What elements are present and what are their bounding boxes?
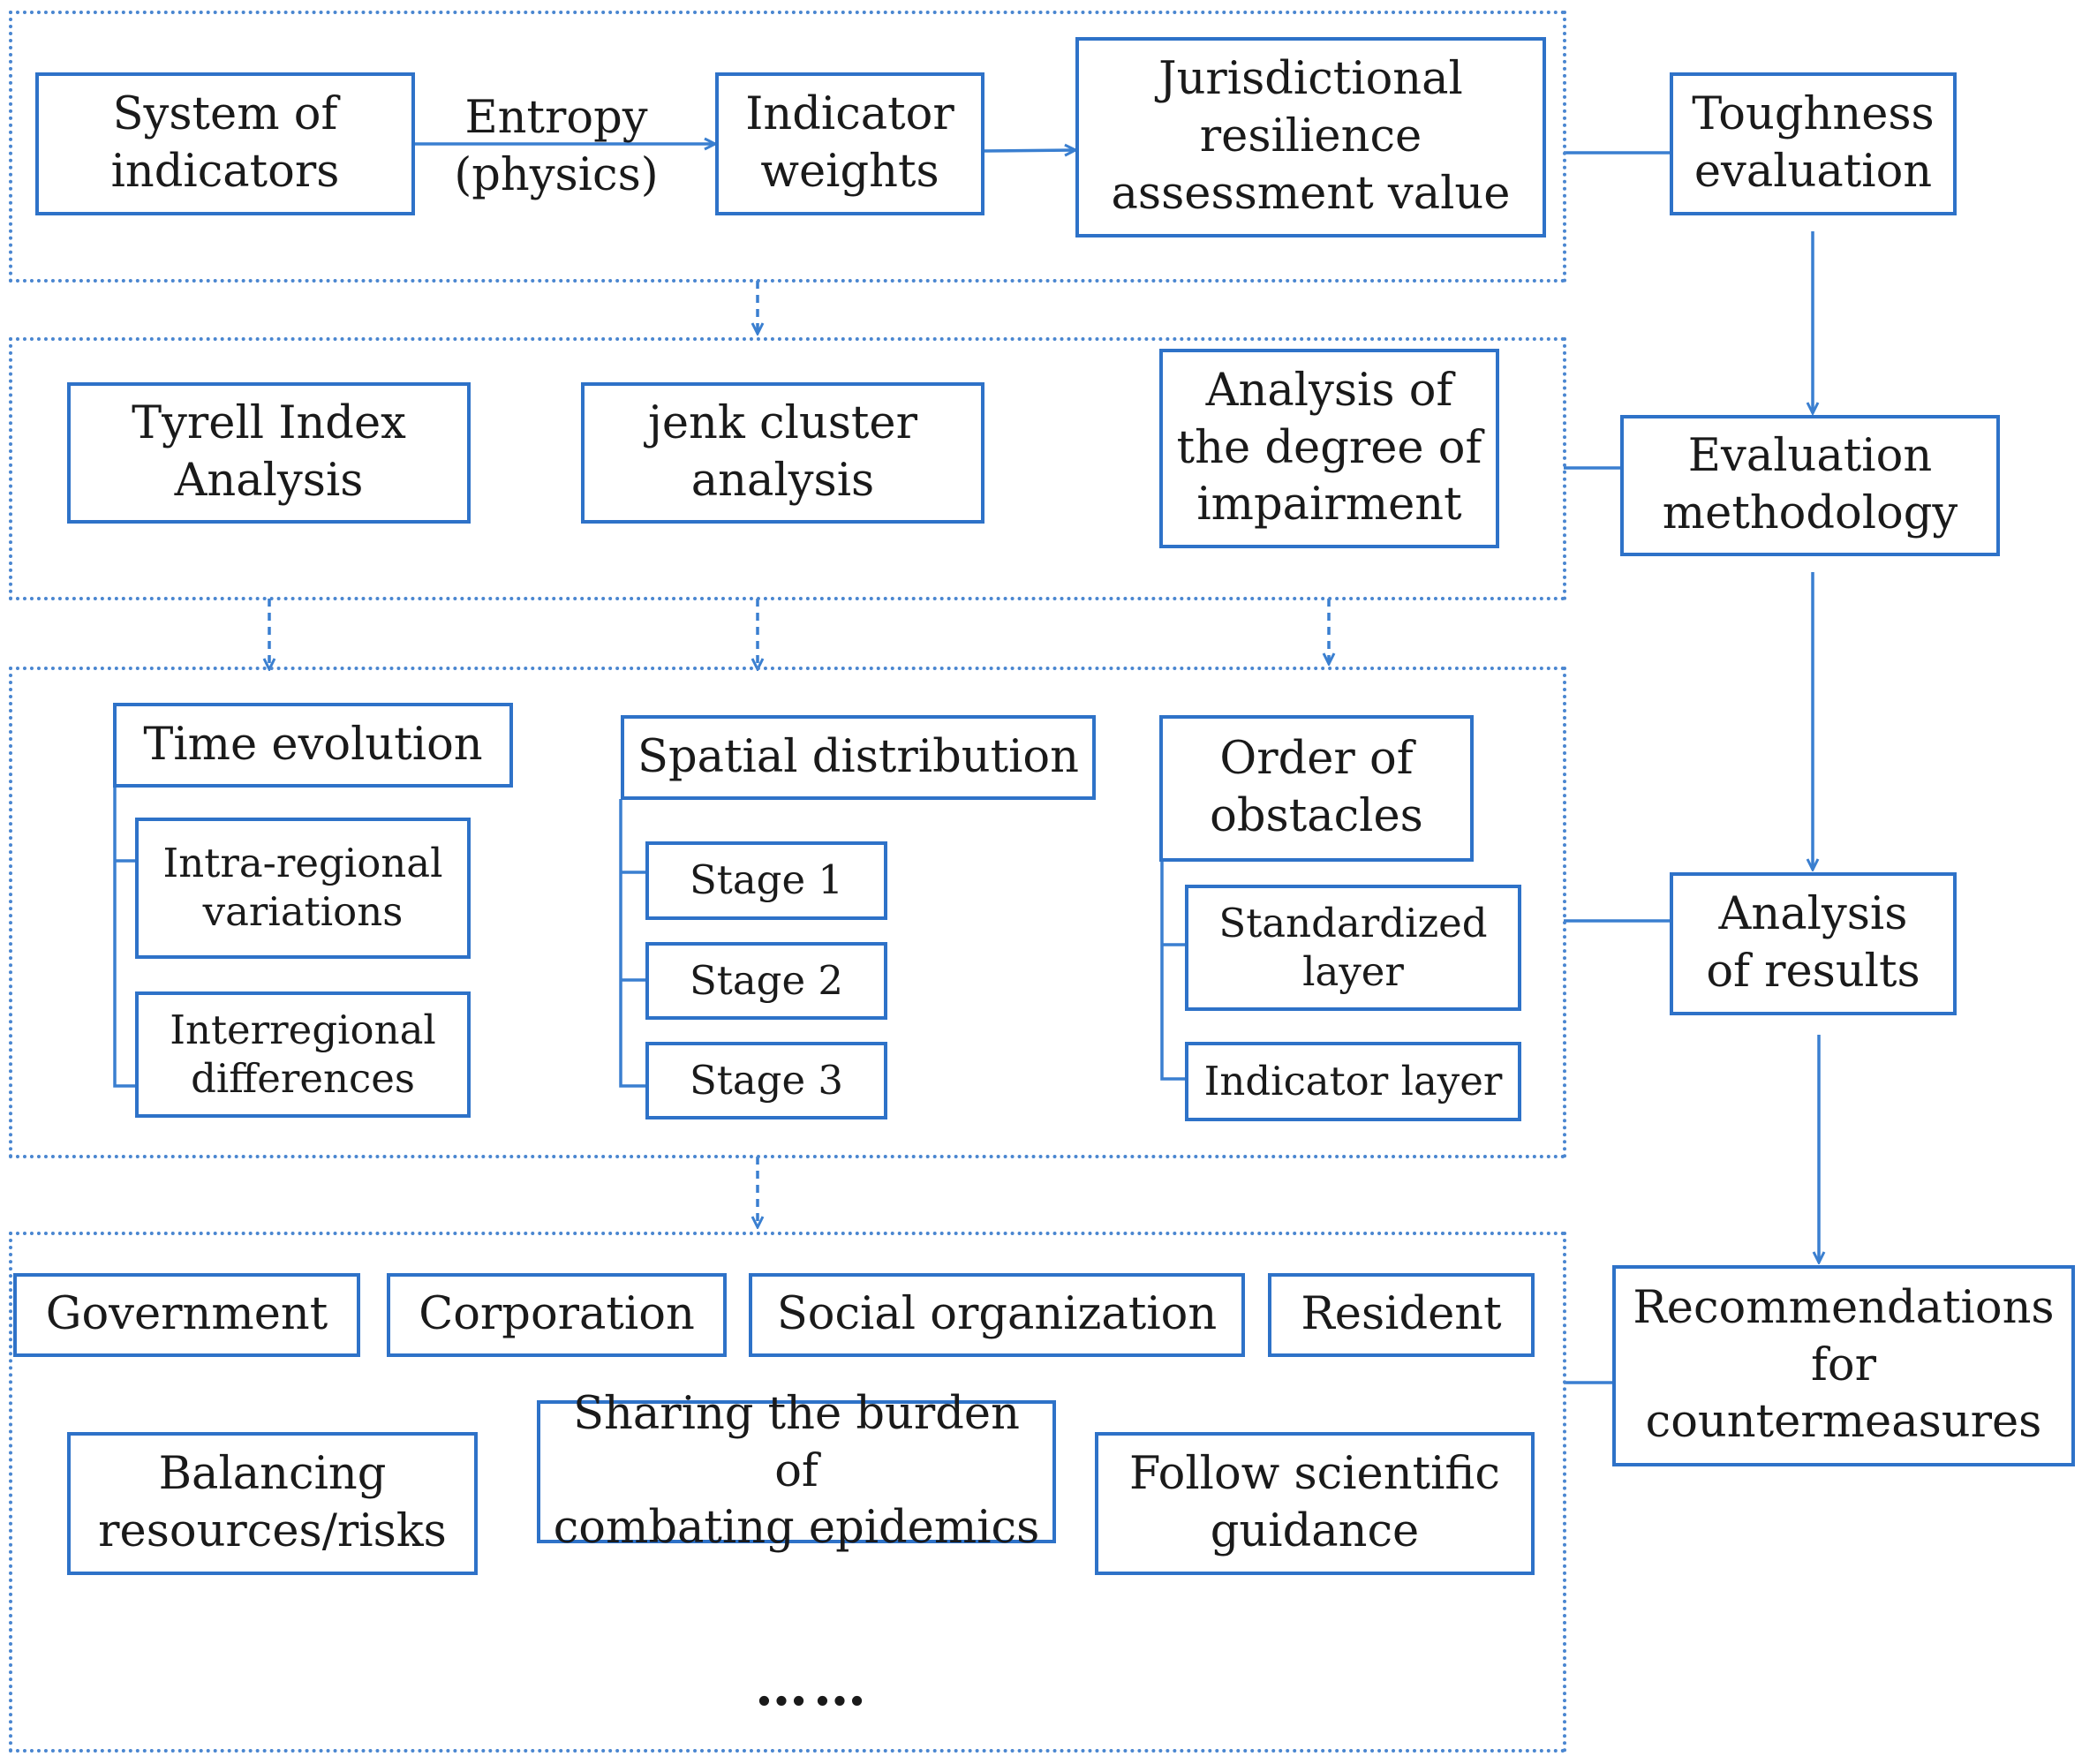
system-of-indicators-box: System of indicators (35, 72, 415, 215)
recommendations-for-countermeasures-box: Recommendations for countermeasures (1612, 1265, 2075, 1466)
panel-recommendations (9, 1232, 1566, 1753)
stage-1-box: Stage 1 (645, 841, 887, 920)
stage-2-box: Stage 2 (645, 942, 887, 1020)
interregional-differences-box: Interregional differences (135, 991, 471, 1118)
stage-3-box: Stage 3 (645, 1042, 887, 1119)
intra-regional-variations-box: Intra-regional variations (135, 818, 471, 959)
corporation-box: Corporation (387, 1273, 727, 1357)
panel-indicator-system (9, 11, 1566, 283)
arrow-weights-to-assessment (982, 150, 1075, 151)
resident-box: Resident (1268, 1273, 1535, 1357)
tree-time-evolution (113, 786, 139, 1088)
jenk-cluster-analysis-box: jenk cluster analysis (581, 382, 984, 524)
panel-results (9, 667, 1566, 1158)
government-box: Government (13, 1273, 360, 1357)
standardized-layer-box: Standardized layer (1185, 885, 1521, 1011)
sharing-burden-box: Sharing the burden of combating epidemic… (537, 1388, 1056, 1554)
balancing-resources-risks-box: Balancing resources/risks (67, 1432, 478, 1575)
spatial-distribution-box: Spatial distribution (621, 715, 1096, 800)
follow-scientific-guidance-box: Follow scientific guidance (1095, 1432, 1535, 1575)
indicator-layer-box: Indicator layer (1185, 1042, 1521, 1121)
time-evolution-box: Time evolution (113, 703, 513, 788)
analysis-of-results-box: Analysis of results (1670, 872, 1957, 1015)
entropy-physics-label: Entropy (physics) (454, 92, 659, 201)
evaluation-methodology-box: Evaluation methodology (1620, 415, 2000, 556)
toughness-evaluation-box: Toughness evaluation (1670, 72, 1957, 215)
ellipsis-text: …… (755, 1656, 871, 1718)
impairment-analysis-box: Analysis of the degree of impairment (1159, 349, 1499, 548)
panel-evaluation-methods (9, 337, 1566, 600)
indicator-weights-box: Indicator weights (715, 72, 984, 215)
tree-obstacles (1160, 861, 1187, 1081)
social-organization-box: Social organization (749, 1273, 1245, 1357)
order-of-obstacles-box: Order of obstacles (1159, 715, 1474, 862)
tree-spatial (619, 799, 647, 1088)
assessment-value-box: Jurisdictional resilience assessment val… (1075, 37, 1546, 237)
tyrell-index-analysis-box: Tyrell Index Analysis (67, 382, 471, 524)
